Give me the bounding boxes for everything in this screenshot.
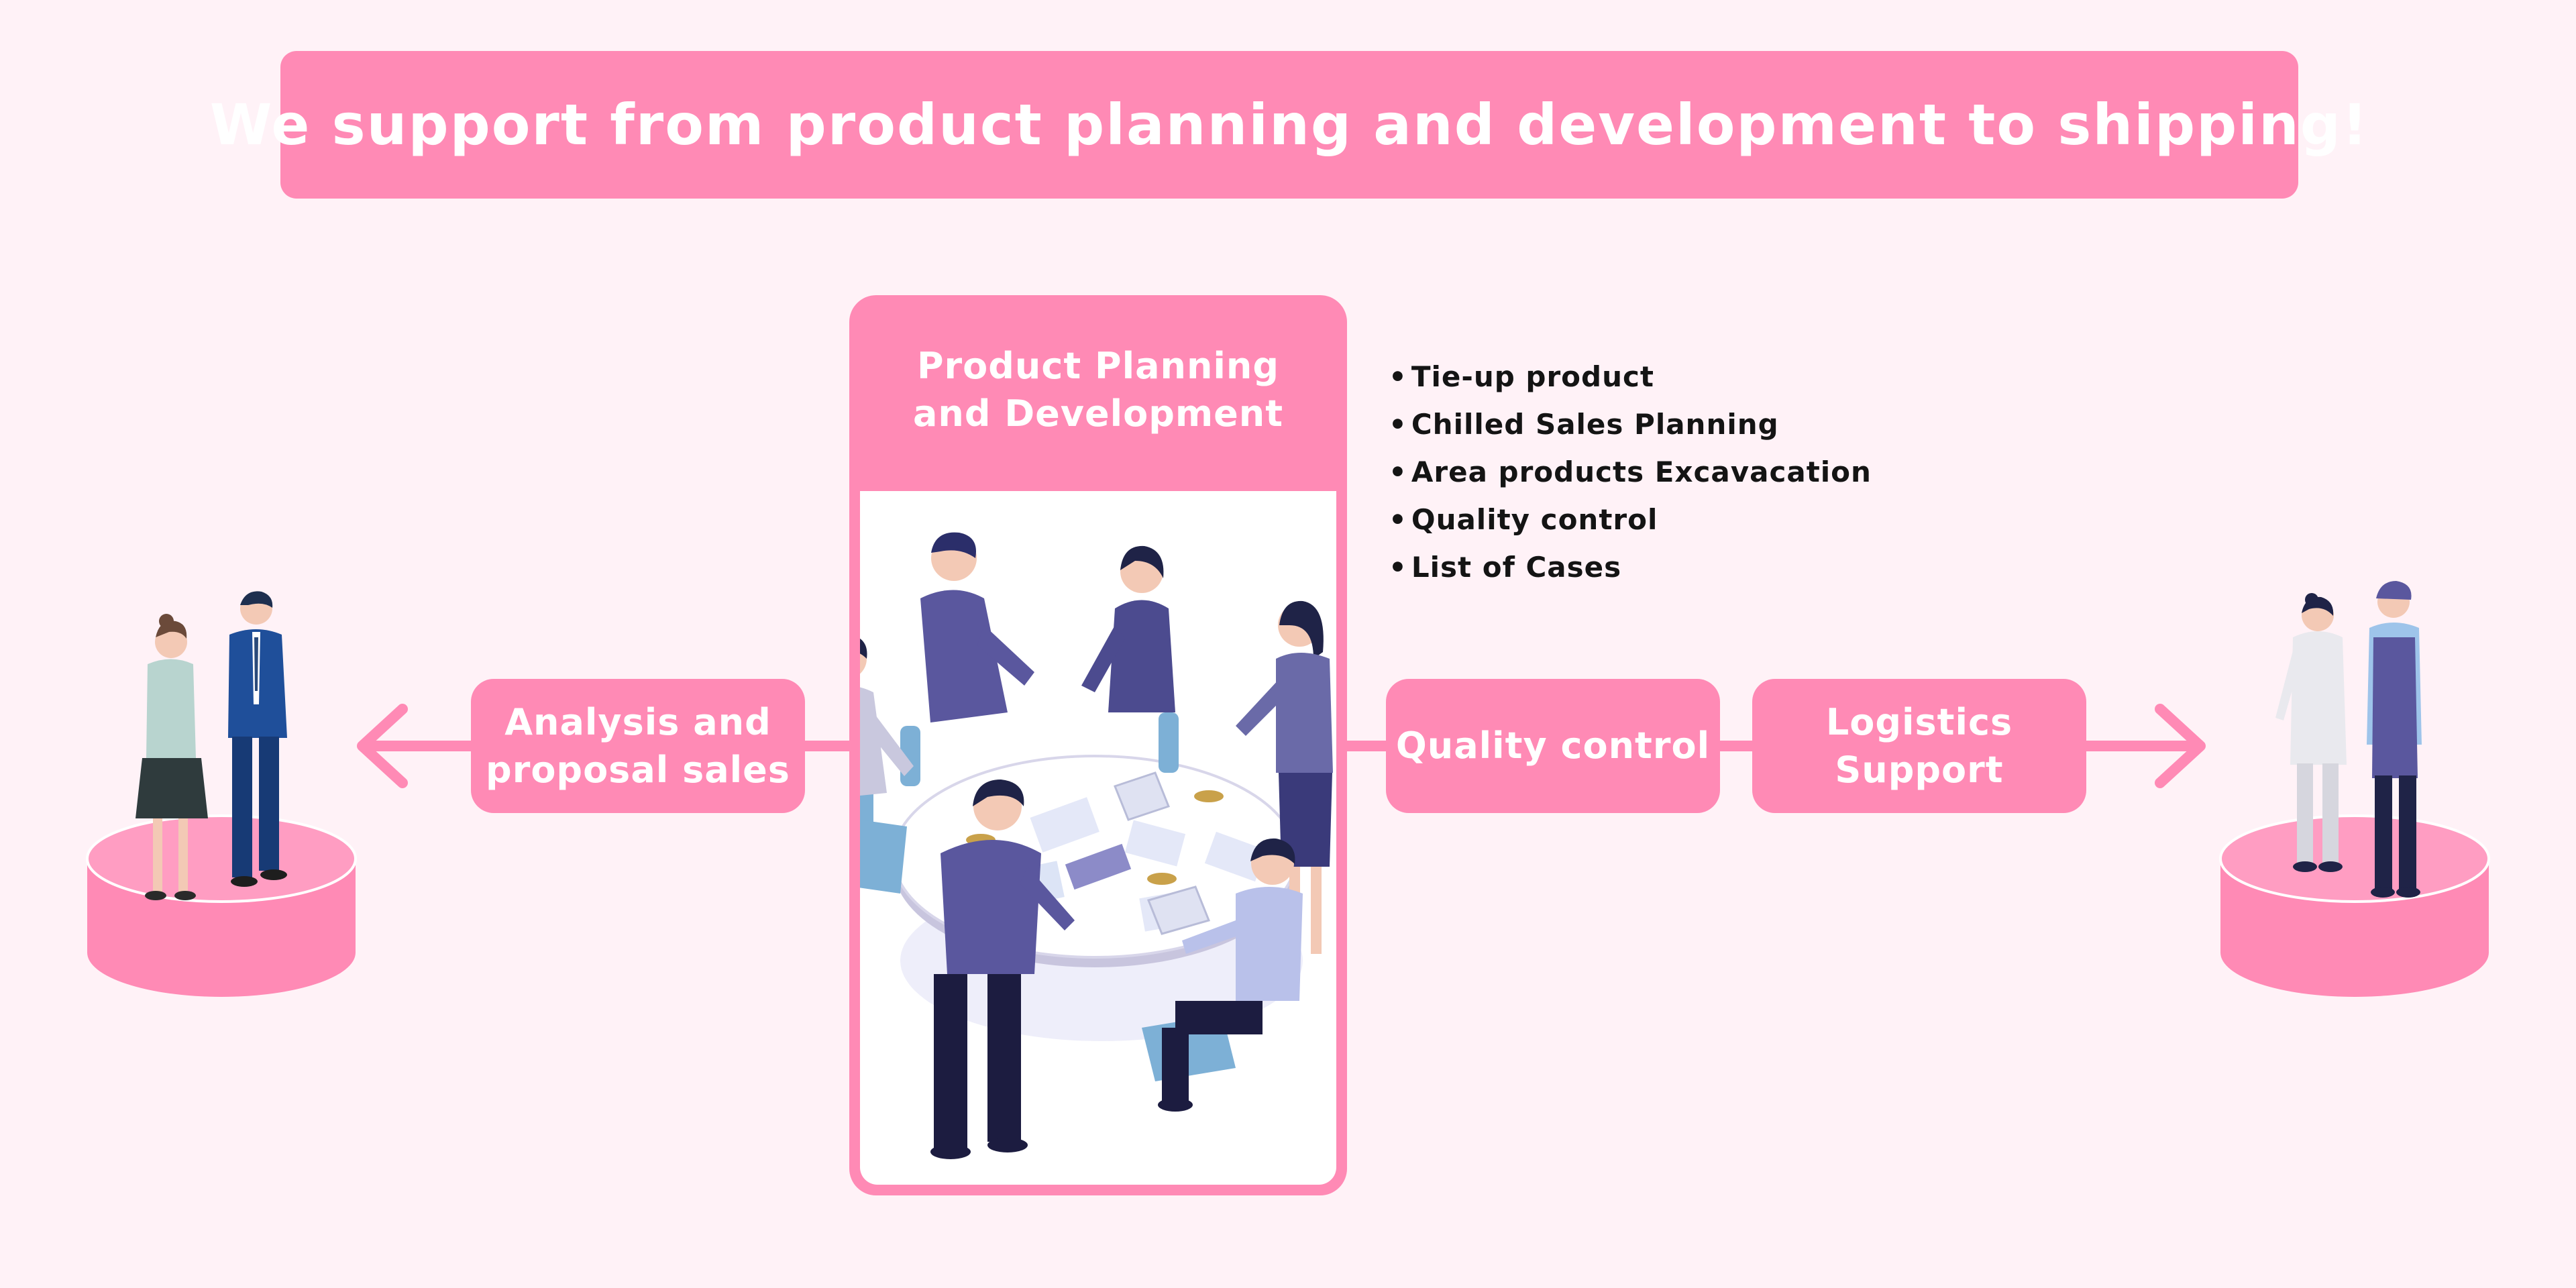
bullet-item: Chilled Sales Planning: [1389, 400, 1872, 448]
bullet-item: Quality control: [1389, 496, 1872, 543]
title-banner: We support from product planning and dev…: [210, 51, 2367, 199]
service-bullet-list: Tie-up product Chilled Sales Planning Ar…: [1389, 353, 1872, 591]
left-arrow-icon: [357, 704, 408, 788]
product-planning-title: Product Planning and Development: [849, 342, 1347, 438]
bullet-item: Area products Excavacation: [1389, 448, 1872, 496]
meeting-illustration-panel: [860, 491, 1336, 1185]
meeting-table-illustration: [860, 532, 1333, 1159]
right-arrow-icon: [2155, 704, 2206, 788]
logistics-support-box: Logistics Support: [1752, 679, 2086, 813]
bullet-item: Tie-up product: [1389, 353, 1872, 400]
logistics-label-line1: Logistics: [1825, 700, 2013, 743]
office-workers-illustration: [86, 591, 357, 997]
analysis-proposal-sales-box: Analysis and proposal sales: [471, 679, 805, 813]
analysis-label-line2: proposal sales: [486, 749, 790, 791]
product-planning-title-line2: and Development: [912, 392, 1284, 435]
quality-control-label: Quality control: [1395, 724, 1711, 767]
analysis-label-line1: Analysis and: [504, 700, 771, 743]
factory-workers-illustration: [2219, 581, 2490, 997]
page-title: We support from product planning and dev…: [209, 92, 2369, 158]
quality-control-box: Quality control: [1386, 679, 1720, 813]
logistics-label-line2: Support: [1835, 749, 2004, 791]
product-planning-card: Product Planning and Development: [849, 295, 1347, 1195]
product-planning-title-line1: Product Planning: [916, 345, 1280, 387]
bullet-item: List of Cases: [1389, 543, 1872, 591]
